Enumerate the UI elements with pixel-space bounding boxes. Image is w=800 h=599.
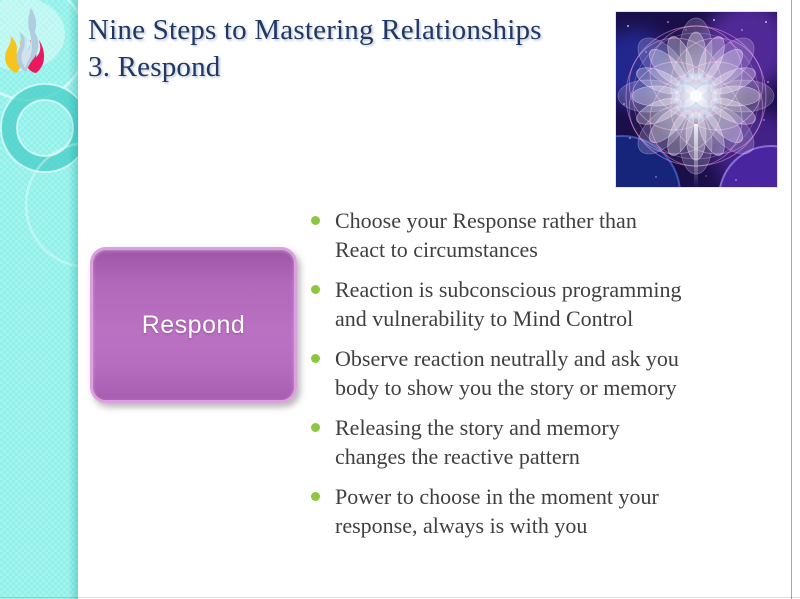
respond-shape-button[interactable]: Respond bbox=[90, 247, 297, 403]
bullet-dot-icon bbox=[311, 354, 320, 363]
flame-icon bbox=[5, 7, 45, 74]
sidebar-decoration bbox=[0, 0, 78, 599]
bullet-text: Observe reaction neutrally and ask you b… bbox=[335, 346, 679, 400]
slide-title-line2: 3. Respond bbox=[88, 51, 221, 83]
mandala-artwork-icon bbox=[616, 12, 777, 187]
bullet-list: Choose your Response rather than React t… bbox=[306, 206, 790, 551]
bullet-item: Releasing the story and memory changes t… bbox=[306, 413, 790, 471]
bullet-item: Choose your Response rather than React t… bbox=[306, 206, 790, 264]
bullet-dot-icon bbox=[311, 216, 320, 225]
respond-shape-label: Respond bbox=[141, 310, 246, 339]
slide-title-line1: Nine Steps to Mastering Relationships bbox=[88, 14, 542, 46]
slide-title: Nine Steps to Mastering Relationships 3.… bbox=[88, 12, 788, 86]
bullet-dot-icon bbox=[311, 492, 320, 501]
bullet-text: Releasing the story and memory changes t… bbox=[335, 415, 620, 469]
bubble-circles-icon bbox=[0, 0, 78, 268]
mandala-image bbox=[616, 12, 777, 187]
slide-bottom-edge bbox=[0, 597, 800, 598]
bullet-dot-icon bbox=[311, 285, 320, 294]
bullet-item: Reaction is subconscious programming and… bbox=[306, 275, 790, 333]
bullet-dot-icon bbox=[311, 423, 320, 432]
bullet-item: Observe reaction neutrally and ask you b… bbox=[306, 344, 790, 402]
bullet-text: Power to choose in the moment your respo… bbox=[335, 484, 659, 538]
slide-right-edge bbox=[791, 0, 792, 599]
bullet-text: Reaction is subconscious programming and… bbox=[335, 277, 682, 331]
bullet-item: Power to choose in the moment your respo… bbox=[306, 482, 790, 540]
bullet-text: Choose your Response rather than React t… bbox=[335, 208, 637, 262]
